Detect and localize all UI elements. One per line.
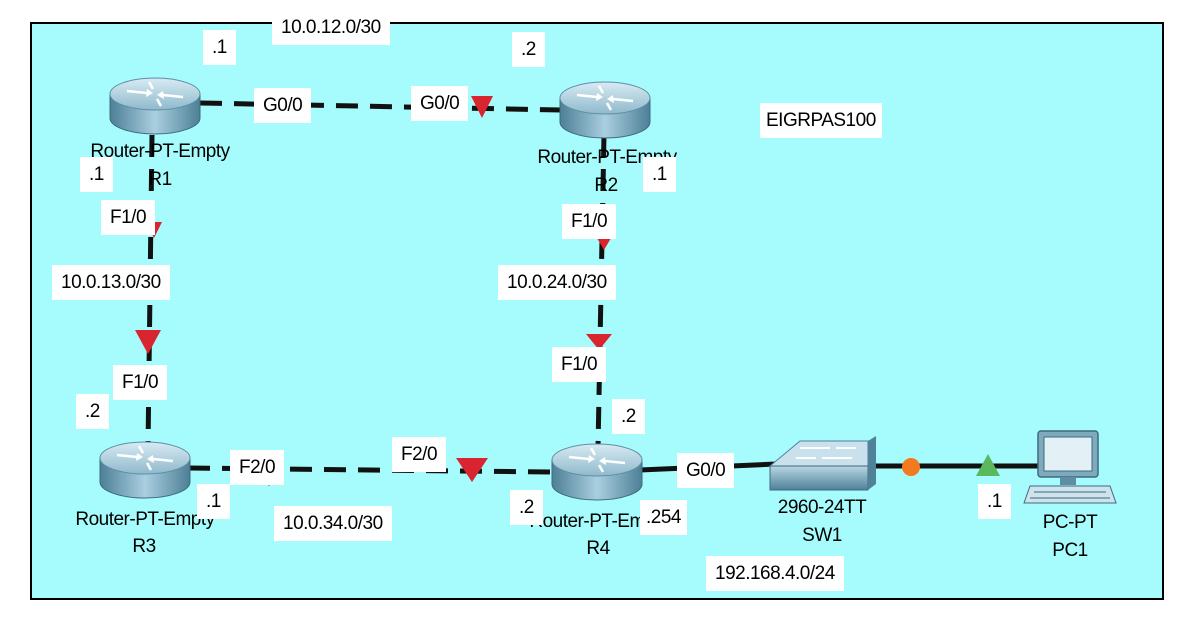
network-label: 10.0.34.0/30	[274, 506, 392, 541]
device-model-label: Router-PT-Empty	[75, 509, 215, 530]
host-address-label: .1	[203, 30, 236, 65]
port-label: F2/0	[230, 450, 285, 485]
device-model-label: Router-PT-Empty	[537, 147, 677, 168]
port-label: F1/0	[562, 204, 617, 239]
host-address-label: .1	[643, 157, 676, 192]
port-down-marker	[456, 458, 488, 482]
network-label: 10.0.13.0/30	[52, 265, 170, 300]
port-down-marker	[597, 238, 611, 250]
device-name-label: R2	[594, 175, 618, 196]
port-label: F1/0	[113, 365, 168, 400]
device-model-label: 2960-24TT	[777, 497, 867, 518]
device-name-label: R4	[586, 538, 610, 559]
host-address-label: .254	[640, 500, 687, 535]
link-r3-r4[interactable]	[187, 465, 556, 475]
device-name-label: R3	[132, 536, 156, 557]
area-label: EIGRPAS100	[760, 103, 882, 138]
host-address-label: .2	[76, 394, 109, 429]
host-address-label: .2	[512, 32, 545, 67]
port-label: F1/0	[101, 200, 156, 235]
router-icon[interactable]	[108, 76, 202, 136]
router-icon[interactable]	[98, 440, 192, 500]
host-address-label: .2	[612, 399, 645, 434]
link-r1-r2[interactable]	[199, 100, 563, 113]
switchport-blocking-marker	[902, 458, 920, 476]
router-icon[interactable]	[558, 80, 652, 140]
device-name-label: R1	[148, 169, 172, 190]
port-label: F1/0	[552, 347, 607, 382]
network-label: 10.0.12.0/30	[272, 10, 390, 45]
host-address-label: .2	[510, 490, 543, 525]
switch-icon[interactable]	[768, 436, 876, 491]
port-label: G0/0	[254, 88, 312, 123]
port-label: F2/0	[392, 437, 447, 472]
port-down-marker	[586, 334, 612, 350]
host-address-label: .1	[197, 484, 230, 519]
port-down-marker	[135, 330, 161, 354]
pc-icon[interactable]	[1023, 430, 1117, 504]
router-icon[interactable]	[550, 442, 644, 502]
network-label: 192.168.4.0/24	[706, 556, 844, 591]
port-label: G0/0	[677, 453, 735, 488]
port-down-marker	[471, 96, 493, 118]
device-model-label: Router-PT-Empty	[90, 141, 230, 162]
host-address-label: .1	[80, 157, 113, 192]
device-model-label: Router-PT-Empty	[529, 511, 669, 532]
port-up-marker	[976, 454, 1000, 476]
port-label: G0/0	[411, 86, 469, 121]
device-name-label: PC1	[1052, 540, 1088, 561]
device-model-label: PC-PT	[1042, 512, 1098, 533]
host-address-label: .1	[978, 484, 1011, 519]
device-name-label: SW1	[802, 525, 842, 546]
network-label: 10.0.24.0/30	[498, 265, 616, 300]
